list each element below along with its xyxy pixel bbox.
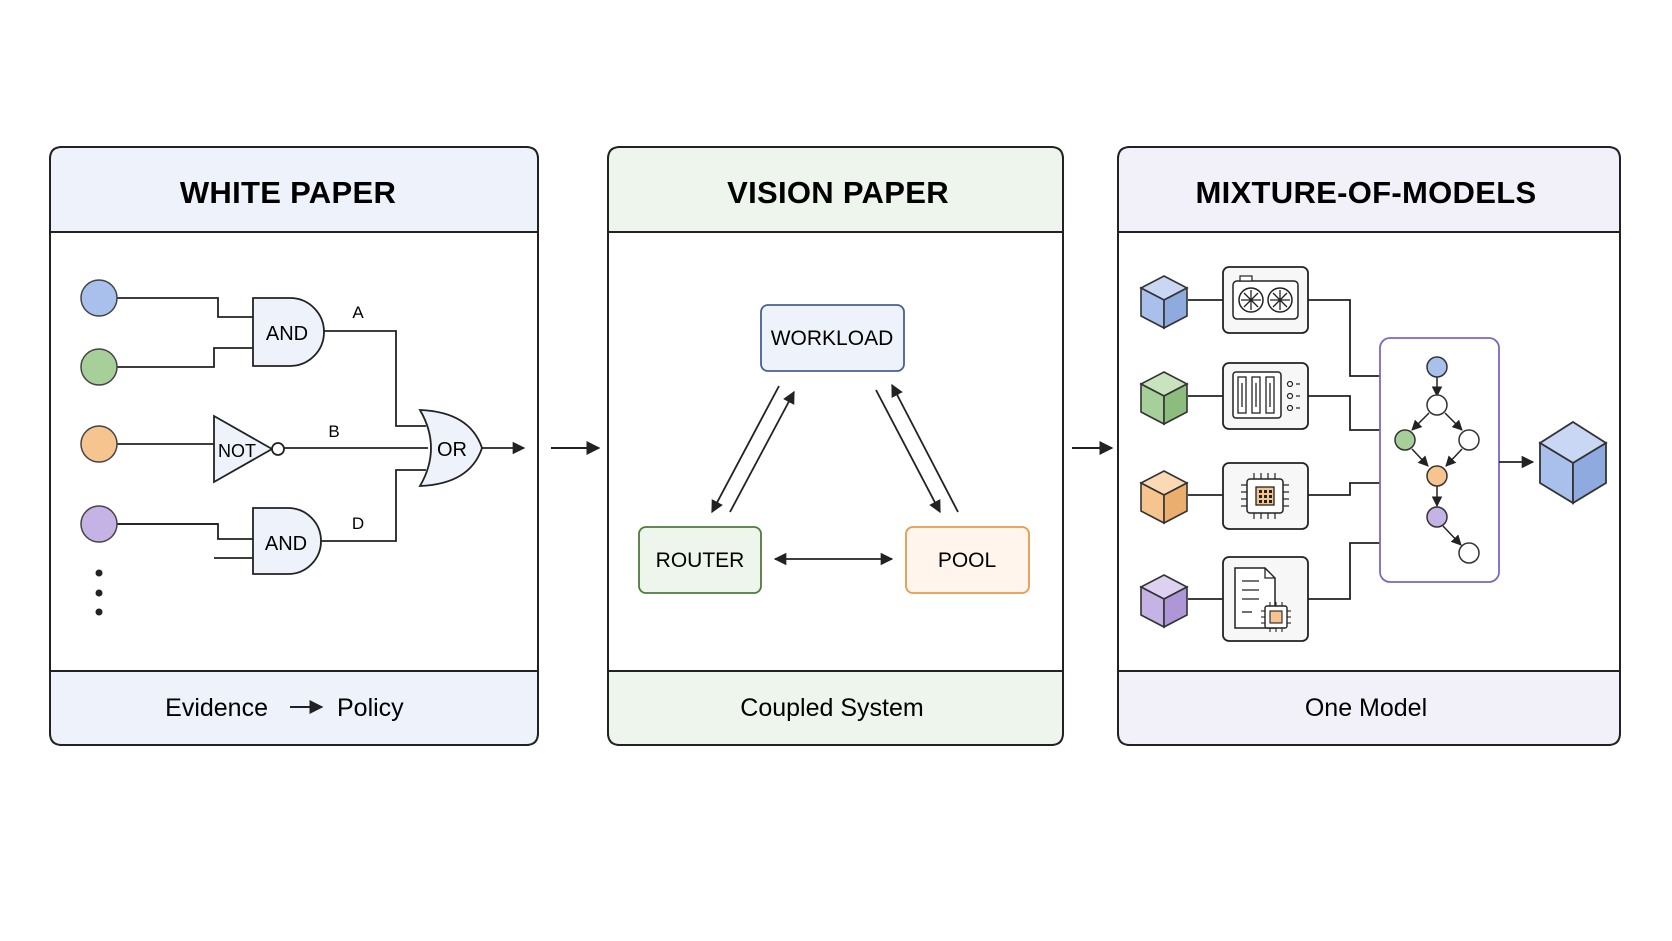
vision-paper-panel: VISION PAPER WORKLOAD ROUTER POOL Couple… — [607, 146, 1064, 746]
routing-graph-box — [1379, 337, 1500, 583]
not-gate-label: NOT — [218, 441, 256, 461]
and-gate-bottom-label: AND — [265, 533, 307, 555]
or-gate-label: OR — [437, 439, 467, 461]
vision-paper-footer-label: Coupled System — [740, 694, 923, 722]
workload-node-label: WORKLOAD — [771, 327, 894, 350]
document-chip-icon — [1222, 556, 1309, 642]
and-gate-bottom — [252, 507, 322, 575]
white-paper-panel: WHITE PAPER AND NO — [49, 146, 539, 746]
router-to-workload-arrow — [729, 390, 795, 513]
model-cube-blue-icon — [1139, 275, 1189, 330]
footer-policy: Policy — [337, 694, 404, 722]
vision-paper-title: VISION PAPER — [727, 175, 949, 210]
footer-evidence: Evidence — [165, 694, 268, 722]
input-node-blue — [80, 279, 118, 317]
mixture-connectors — [1188, 299, 1380, 600]
and-gate-top — [252, 297, 325, 367]
server-rack-icon — [1222, 362, 1309, 430]
routing-graph-nodes — [1394, 356, 1480, 564]
input-node-green — [80, 348, 118, 386]
mixture-title: MIXTURE-OF-MODELS — [1196, 175, 1537, 210]
wire-label-b: B — [328, 422, 339, 441]
chip-icon — [1222, 462, 1309, 530]
white-paper-title: WHITE PAPER — [180, 175, 396, 210]
gpu-card-icon — [1222, 266, 1309, 334]
not-gate-bubble — [271, 442, 285, 456]
wire-label-d: D — [352, 514, 364, 533]
pool-node — [905, 526, 1030, 594]
wire-label-a: A — [352, 303, 364, 322]
unified-model-cube-icon — [1538, 420, 1608, 505]
input-node-purple — [80, 505, 118, 543]
model-cube-orange-icon — [1139, 470, 1189, 525]
and-gate-top-label: AND — [266, 323, 308, 345]
pool-node-label: POOL — [938, 549, 996, 572]
router-node — [638, 526, 762, 594]
input-node-orange — [80, 425, 118, 463]
not-gate — [213, 414, 274, 484]
vertical-ellipsis-icon — [95, 569, 103, 616]
mixture-footer-label: One Model — [1305, 694, 1427, 722]
vision-paper-header — [607, 146, 1064, 233]
white-paper-header — [49, 146, 539, 233]
vision-paper-footer — [607, 670, 1064, 746]
mixture-of-models-panel: MIXTURE-OF-MODELS — [1117, 146, 1621, 746]
routing-graph-edges — [1411, 377, 1463, 546]
logic-wires — [116, 297, 428, 559]
or-gate — [418, 409, 483, 487]
mixture-header — [1117, 146, 1621, 233]
mixture-footer — [1117, 670, 1621, 746]
router-node-label: ROUTER — [656, 549, 745, 572]
pool-to-workload-arrow — [891, 383, 959, 513]
model-cube-purple-icon — [1139, 574, 1189, 629]
model-cube-green-icon — [1139, 371, 1189, 426]
workload-to-router-arrow — [711, 385, 780, 514]
workload-node — [760, 304, 905, 372]
workload-to-pool-arrow — [875, 389, 941, 514]
